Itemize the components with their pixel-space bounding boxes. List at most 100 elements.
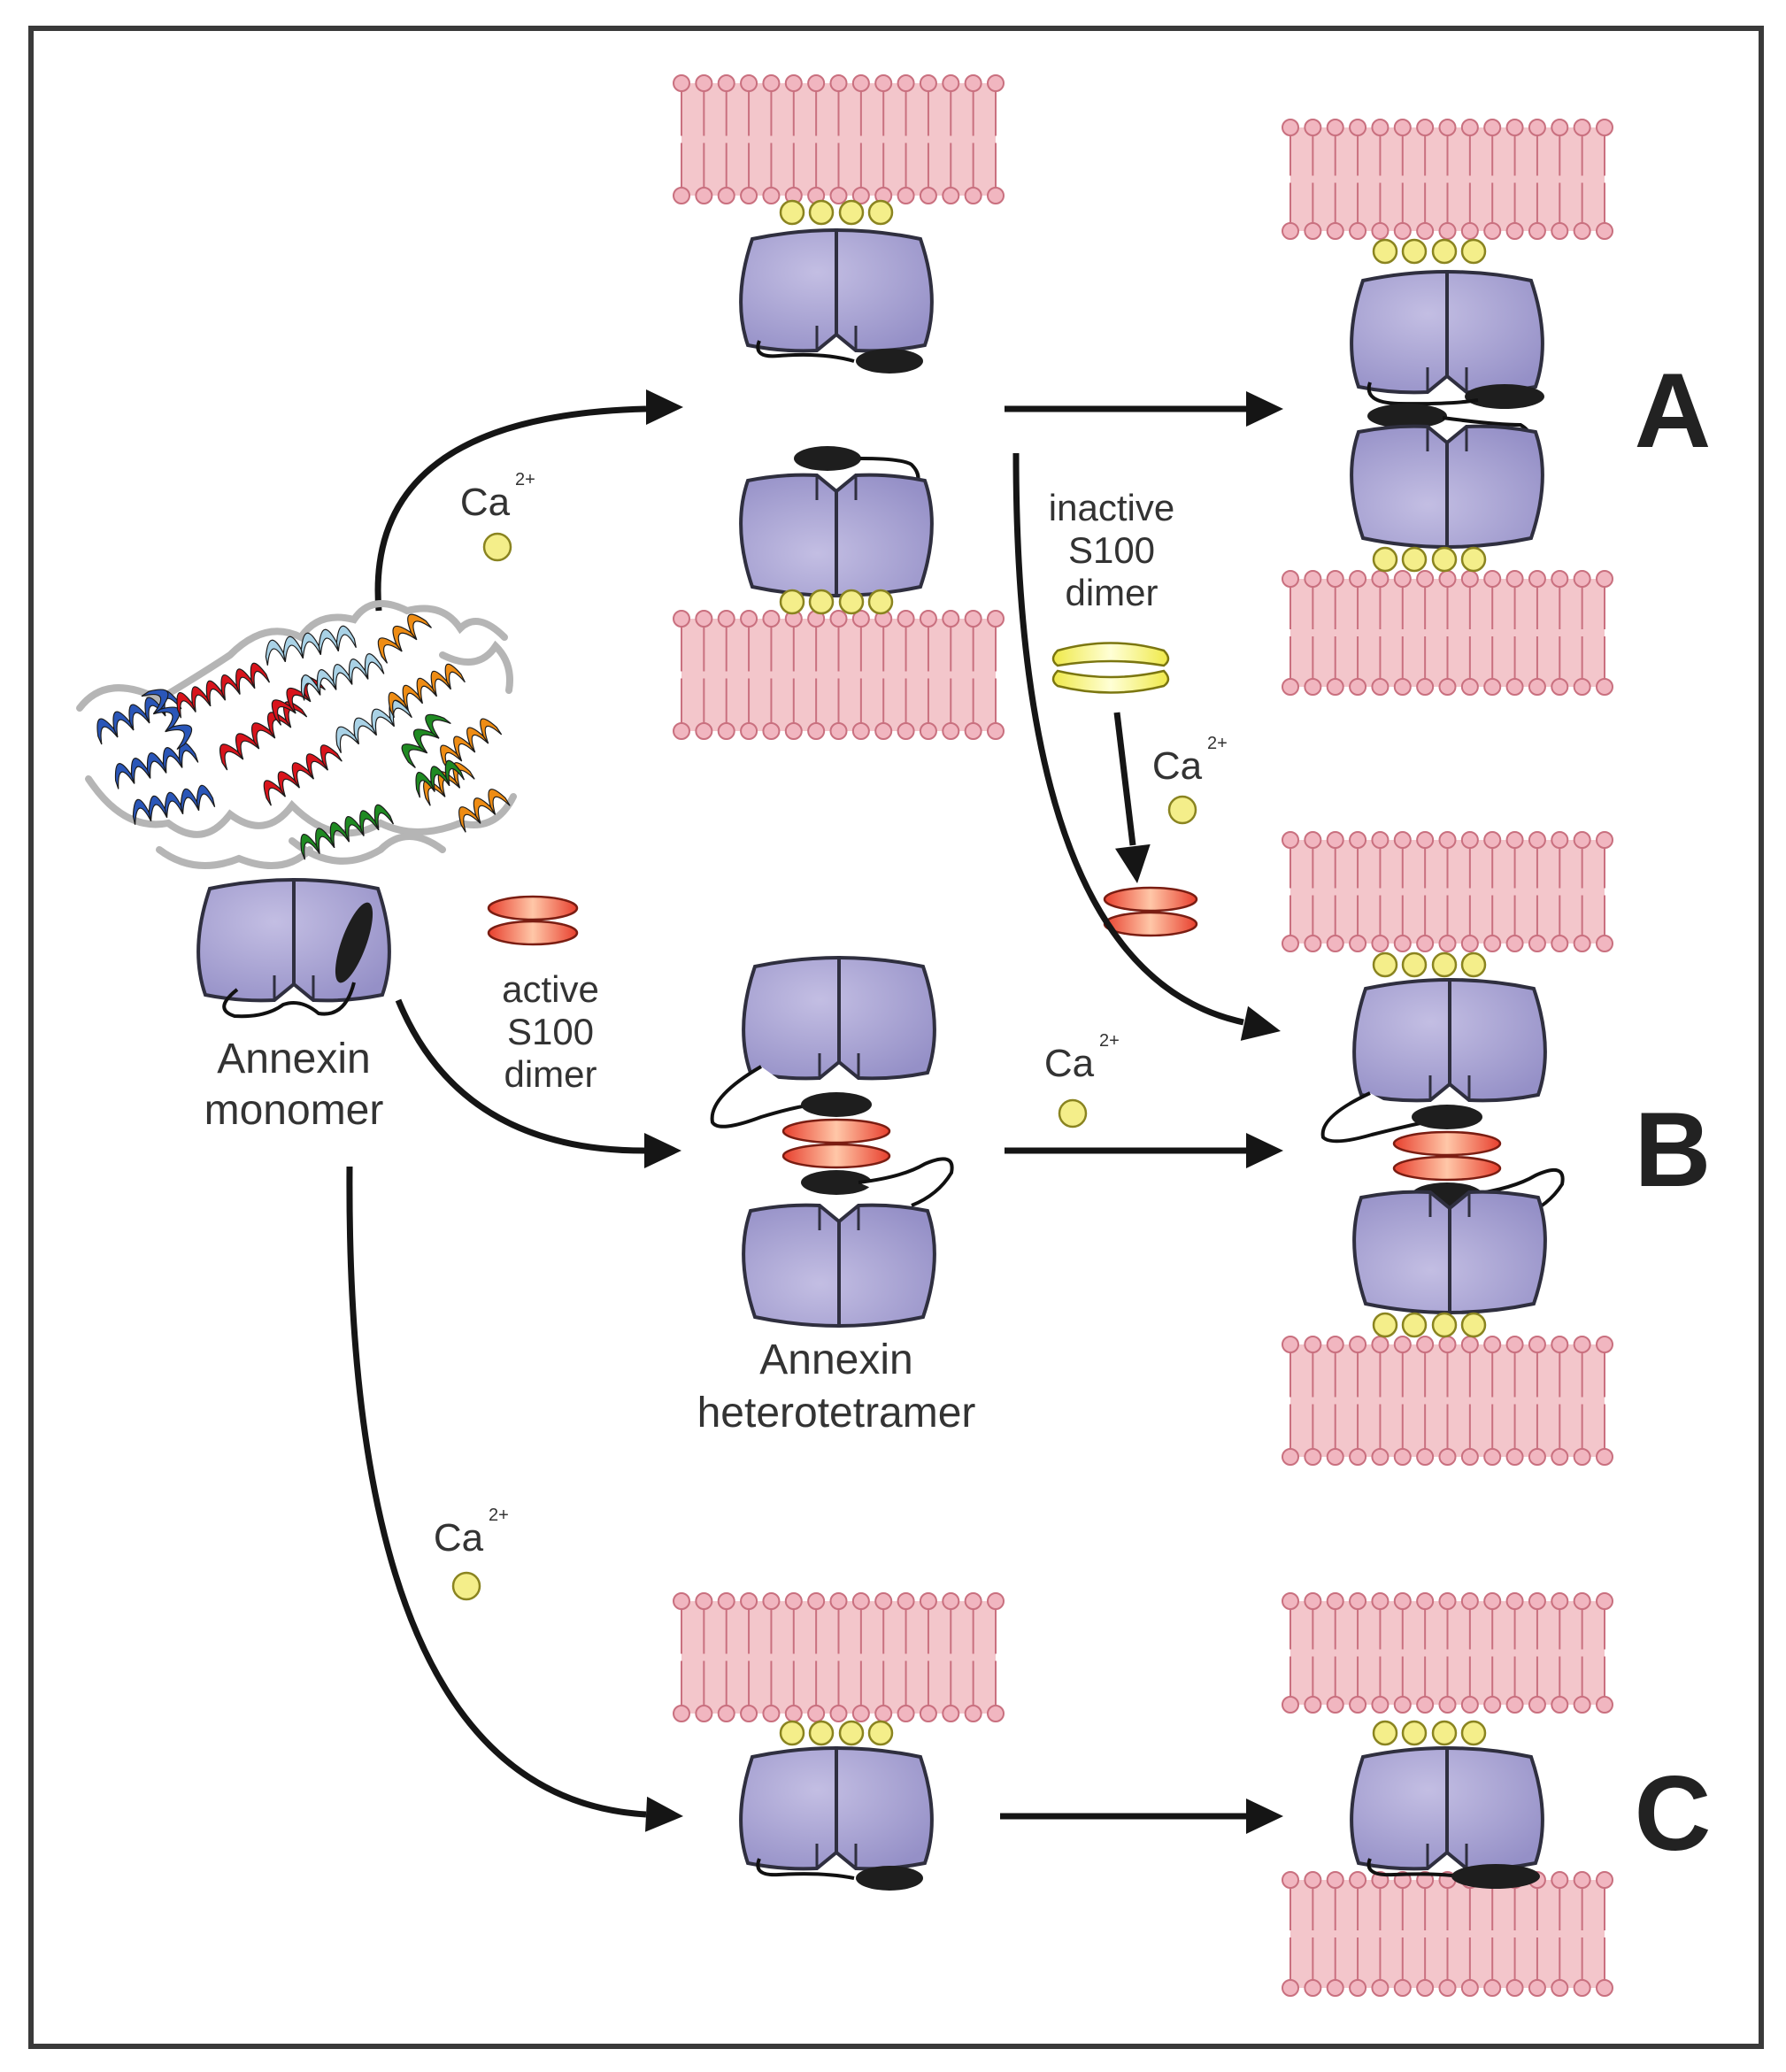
lipid-head bbox=[740, 610, 758, 628]
lipid-head bbox=[1371, 570, 1390, 588]
lipid-head bbox=[1349, 119, 1367, 136]
n-tail-c-right bbox=[1366, 1858, 1461, 1878]
lipid-head bbox=[1528, 1979, 1546, 1997]
lipid-head bbox=[1483, 570, 1502, 588]
lipid-head bbox=[1393, 222, 1412, 240]
lipid-head bbox=[717, 722, 735, 740]
arrow-monomer-to-heterotetramer bbox=[395, 998, 681, 1168]
arrow-c-middle-to-c-right bbox=[1000, 1799, 1283, 1834]
lipid-head bbox=[1505, 1592, 1524, 1610]
calcium-charge-2: 2+ bbox=[1207, 734, 1228, 753]
lipid-head bbox=[1551, 1871, 1569, 1889]
lipid-head bbox=[987, 1705, 1005, 1722]
lipid-head bbox=[851, 74, 870, 92]
lipid-head bbox=[1551, 1979, 1569, 1997]
lipid-head bbox=[673, 74, 690, 92]
lipid-head bbox=[942, 610, 960, 628]
lipid-head bbox=[1573, 1592, 1591, 1610]
lipid-bilayer-9 bbox=[1282, 1871, 1613, 1997]
lipid-head bbox=[717, 1592, 735, 1610]
s100-subunit bbox=[781, 1143, 891, 1169]
s100-activated bbox=[1103, 886, 1198, 937]
lipid-head bbox=[1573, 1448, 1591, 1466]
lipid-head bbox=[942, 1592, 960, 1610]
n-terminus-b-upper bbox=[1412, 1105, 1482, 1129]
calcium-ion-3 bbox=[1058, 1098, 1088, 1128]
inactive-s100-label-line2: S100 bbox=[1068, 529, 1155, 571]
helix-blue-4 bbox=[141, 689, 193, 751]
lipid-head bbox=[1371, 1336, 1390, 1353]
annexin-c-middle bbox=[739, 1746, 934, 1871]
arrow-head bbox=[1246, 1133, 1283, 1168]
lipid-head bbox=[762, 1592, 781, 1610]
lipid-head bbox=[1304, 570, 1322, 588]
arrow-inactive-to-active bbox=[1113, 712, 1151, 883]
lipid-head bbox=[1326, 1696, 1344, 1714]
lipid-head bbox=[1326, 222, 1344, 240]
ribbon-coil bbox=[439, 640, 513, 694]
lipid-head bbox=[1528, 1336, 1546, 1353]
lipid-head bbox=[1349, 1592, 1367, 1610]
lipid-head bbox=[1505, 831, 1524, 849]
s100-subunit bbox=[1392, 1130, 1502, 1157]
lipid-head bbox=[1596, 831, 1613, 849]
lipid-head bbox=[1438, 678, 1457, 696]
lipid-head bbox=[1349, 935, 1367, 952]
annexin-ribbon-structure-icon bbox=[76, 600, 517, 869]
arrow-top-to-a bbox=[1005, 391, 1283, 427]
arrow-shaft bbox=[346, 1166, 647, 1818]
bound-calcium bbox=[1372, 238, 1398, 265]
helix-lightblue-1 bbox=[265, 625, 357, 666]
bound-calcium bbox=[1460, 1720, 1487, 1746]
lipid-head bbox=[807, 1705, 826, 1722]
helix-turn bbox=[335, 625, 357, 651]
helix-turn bbox=[444, 663, 466, 690]
lipid-head bbox=[1371, 831, 1390, 849]
lipid-head bbox=[1596, 1336, 1613, 1353]
arrow-shaft bbox=[374, 405, 647, 612]
lipid-head bbox=[987, 187, 1005, 204]
helix-green-1 bbox=[300, 804, 395, 860]
bound-calcium bbox=[867, 199, 894, 226]
lipid-head bbox=[1551, 1448, 1569, 1466]
helix-orange-4 bbox=[458, 789, 511, 833]
bound-calcium bbox=[1431, 1720, 1458, 1746]
lipid-head bbox=[1573, 222, 1591, 240]
lipid-head bbox=[1349, 678, 1367, 696]
lipid-head bbox=[1505, 570, 1524, 588]
lipid-head bbox=[919, 1705, 937, 1722]
s100-subunit bbox=[1103, 886, 1198, 913]
lipid-head bbox=[874, 74, 893, 92]
n-terminus-c-middle bbox=[856, 1866, 923, 1891]
lipid-head bbox=[1460, 222, 1479, 240]
lipid-head bbox=[1349, 1336, 1367, 1353]
lipid-head bbox=[784, 1592, 803, 1610]
lipid-head bbox=[829, 187, 848, 204]
arrow-monomer-to-c bbox=[346, 1166, 683, 1832]
lipid-head bbox=[1528, 831, 1546, 849]
lipid-head bbox=[762, 187, 781, 204]
lipid-head bbox=[1304, 119, 1322, 136]
helix-turn bbox=[488, 789, 511, 815]
n-tail-heterotetramer-lower bbox=[858, 1157, 954, 1207]
lipid-head bbox=[1596, 1448, 1613, 1466]
bound-calcium bbox=[838, 199, 865, 226]
lipid-head bbox=[807, 1592, 826, 1610]
lipid-head bbox=[919, 74, 937, 92]
lipid-head bbox=[1393, 1696, 1412, 1714]
lipid-head bbox=[1282, 1592, 1299, 1610]
lipid-head bbox=[1304, 678, 1322, 696]
calcium-label-2: Ca bbox=[1152, 744, 1203, 788]
lipid-head bbox=[1326, 678, 1344, 696]
lipid-head bbox=[1393, 119, 1412, 136]
lipid-head bbox=[1282, 831, 1299, 849]
active-s100-label-line1: active bbox=[502, 968, 599, 1010]
s100-active-heterotetramer bbox=[781, 1118, 891, 1169]
bound-calcium bbox=[1460, 951, 1487, 978]
lipid-head bbox=[1438, 222, 1457, 240]
lipid-head bbox=[1573, 678, 1591, 696]
lipid-head bbox=[717, 187, 735, 204]
arrow-shaft bbox=[1113, 712, 1136, 846]
lipid-head bbox=[1393, 678, 1412, 696]
lipid-head bbox=[1596, 222, 1613, 240]
